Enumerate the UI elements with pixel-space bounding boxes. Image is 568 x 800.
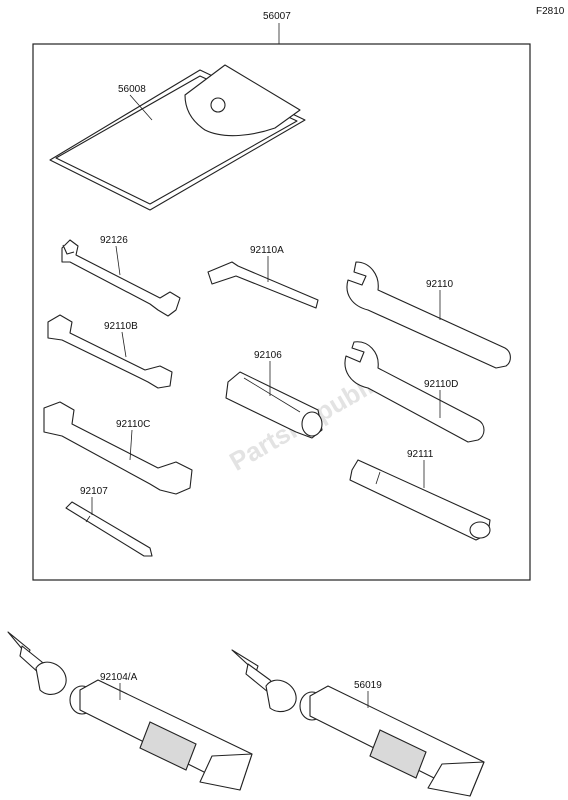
label-92104A: 92104/A bbox=[100, 672, 138, 683]
label-56007: 56007 bbox=[263, 11, 291, 22]
pin-92106 bbox=[225, 371, 323, 439]
label-92126: 92126 bbox=[100, 235, 128, 246]
figure-code: F2810 bbox=[536, 6, 565, 17]
screwdriver-92107 bbox=[65, 501, 153, 557]
label-92110C: 92110C bbox=[116, 419, 150, 430]
sealant-tube-56019 bbox=[231, 649, 485, 797]
spanner-92110D bbox=[344, 341, 485, 443]
hex-key-92110A bbox=[207, 261, 319, 309]
handle-92111 bbox=[349, 459, 491, 541]
label-92111: 92111 bbox=[407, 449, 434, 460]
label-92110D: 92110D bbox=[424, 379, 458, 390]
label-92107: 92107 bbox=[80, 486, 108, 497]
label-92106: 92106 bbox=[254, 350, 282, 361]
wrench-92110B bbox=[47, 314, 173, 389]
leader-92110C bbox=[129, 429, 133, 461]
label-92110: 92110 bbox=[426, 279, 454, 290]
label-92110B: 92110B bbox=[104, 321, 138, 332]
spanner-92110 bbox=[346, 261, 511, 369]
leader-92110B bbox=[121, 331, 127, 358]
leader-92126 bbox=[115, 245, 121, 276]
tool-pouch bbox=[49, 64, 306, 211]
kit-frame bbox=[32, 43, 531, 581]
wrench-92110C bbox=[43, 401, 193, 495]
label-56019: 56019 bbox=[354, 680, 382, 691]
label-56008: 56008 bbox=[118, 84, 146, 95]
sealant-tube-92104A bbox=[7, 631, 253, 791]
label-92110A: 92110A bbox=[250, 245, 284, 256]
wrench-92126 bbox=[61, 239, 181, 317]
leader-56008 bbox=[129, 94, 153, 121]
